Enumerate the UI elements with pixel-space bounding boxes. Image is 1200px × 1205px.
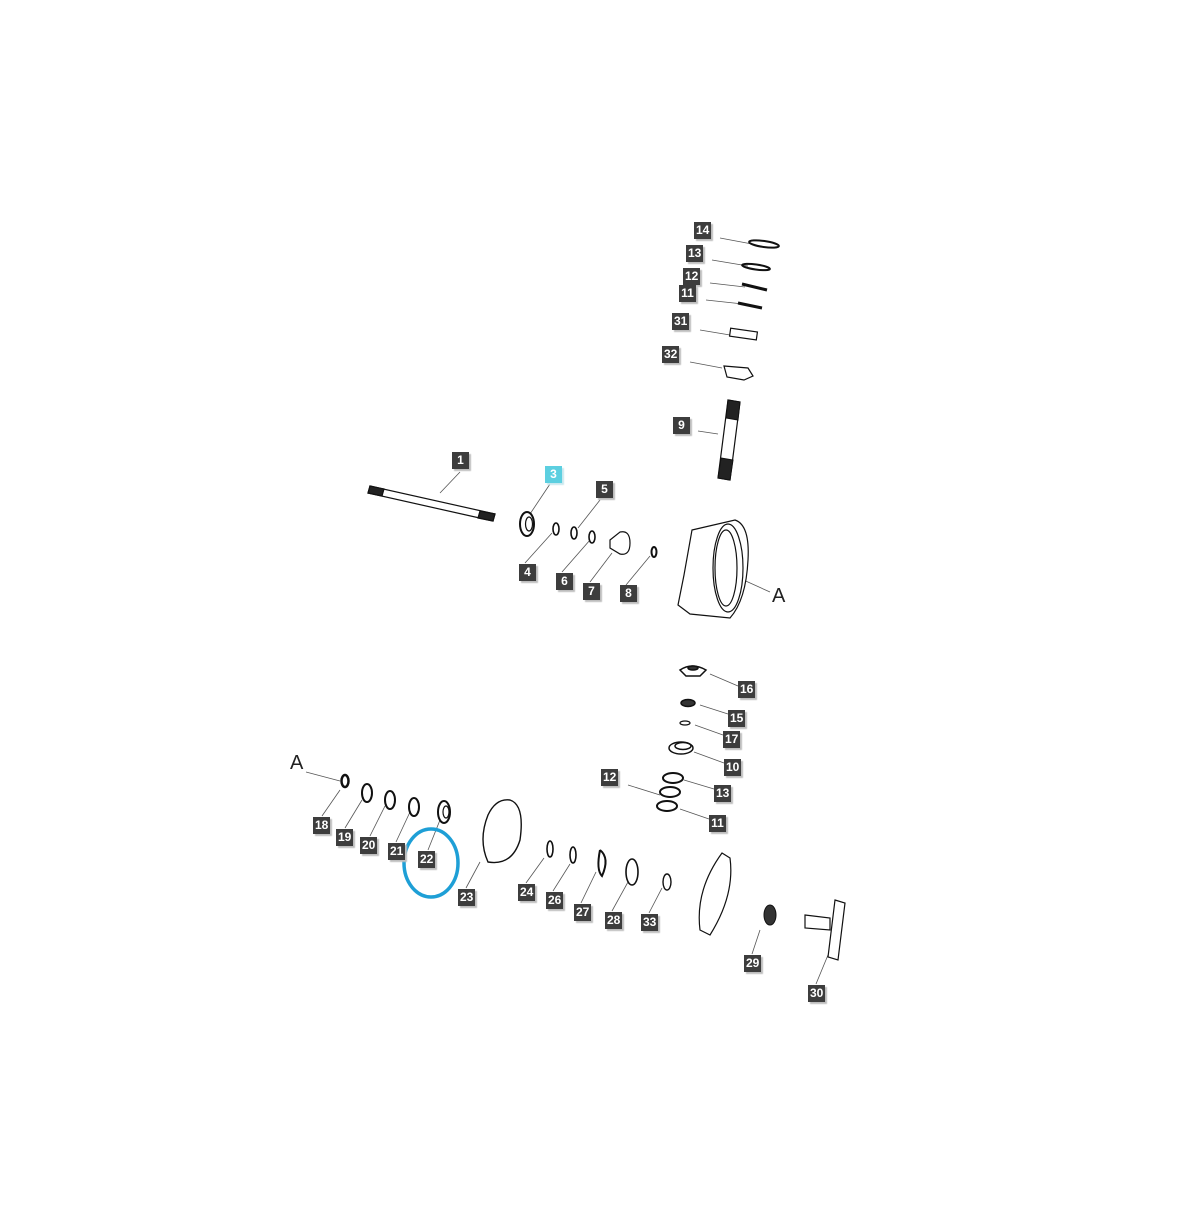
- highlight-circle: [402, 827, 460, 899]
- part-label-4[interactable]: 4: [519, 564, 536, 581]
- part-label-15[interactable]: 15: [728, 710, 746, 727]
- part-label-29[interactable]: 29: [744, 955, 762, 972]
- part-label-13[interactable]: 13: [686, 245, 704, 262]
- part-label-11[interactable]: 11: [679, 285, 696, 302]
- part-label-14[interactable]: 14: [694, 222, 712, 239]
- part-label-26[interactable]: 26: [546, 892, 564, 909]
- leader-lines: [305, 237, 829, 985]
- part-label-27[interactable]: 27: [574, 904, 592, 921]
- part-label-20[interactable]: 20: [360, 837, 378, 854]
- parts-right-stack: [656, 665, 708, 812]
- part-label-13-lower[interactable]: 13: [714, 785, 732, 802]
- parts-top-column: [717, 239, 780, 481]
- part-label-12[interactable]: 12: [683, 268, 701, 285]
- part-label-28[interactable]: 28: [605, 912, 623, 929]
- part-label-12-lower[interactable]: 12: [601, 769, 619, 786]
- part-label-18[interactable]: 18: [313, 817, 331, 834]
- part-label-24[interactable]: 24: [518, 884, 536, 901]
- parts-bottom-row: [340, 773, 846, 961]
- part-label-9[interactable]: 9: [673, 417, 690, 434]
- part-label-6[interactable]: 6: [556, 573, 573, 590]
- part-label-10[interactable]: 10: [724, 759, 742, 776]
- part-label-5[interactable]: 5: [596, 481, 613, 498]
- part-label-21[interactable]: 21: [388, 843, 406, 860]
- part-label-23[interactable]: 23: [458, 889, 476, 906]
- part-label-19[interactable]: 19: [336, 829, 354, 846]
- part-label-3-highlighted[interactable]: 3: [545, 466, 562, 483]
- part-label-17[interactable]: 17: [723, 731, 741, 748]
- part-label-32[interactable]: 32: [662, 346, 680, 363]
- part-label-11-lower[interactable]: 11: [709, 815, 726, 832]
- part-label-31[interactable]: 31: [672, 313, 690, 330]
- part-label-1[interactable]: 1: [452, 452, 469, 469]
- part-label-33[interactable]: 33: [641, 914, 659, 931]
- part-label-8[interactable]: 8: [620, 585, 637, 602]
- reference-letter-a-bottom: A: [290, 752, 304, 774]
- parts-middle-row: [367, 485, 749, 619]
- part-label-30[interactable]: 30: [808, 985, 826, 1002]
- part-label-22[interactable]: 22: [418, 851, 436, 868]
- reference-letter-a-top: A: [772, 585, 786, 607]
- part-label-7[interactable]: 7: [583, 583, 600, 600]
- part-label-16[interactable]: 16: [738, 681, 756, 698]
